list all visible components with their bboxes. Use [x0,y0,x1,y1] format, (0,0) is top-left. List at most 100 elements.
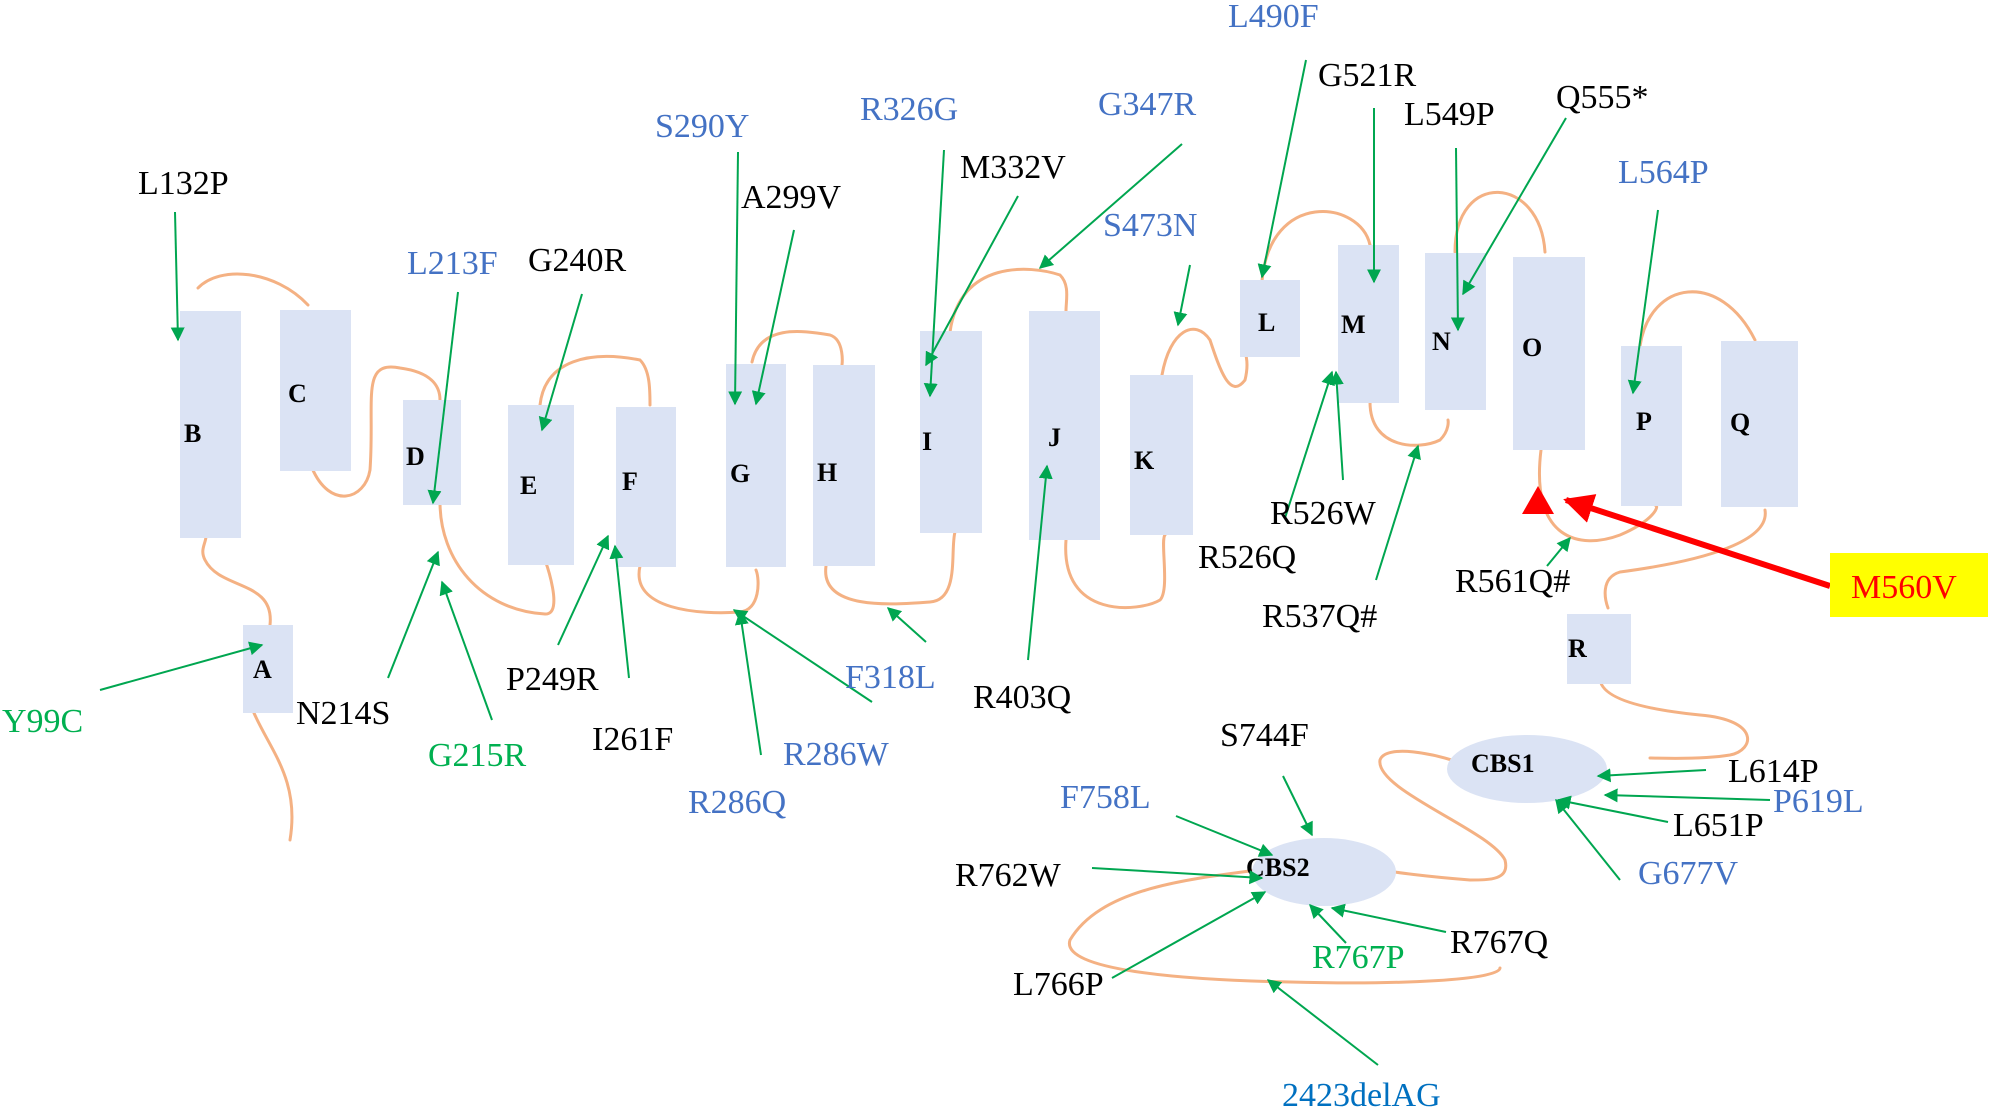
helix-label: O [1522,333,1542,362]
red-triangle-marker [1522,486,1554,514]
arrow-l564p [1627,209,1659,395]
mutation-label-s473n: S473N [1103,207,1197,244]
arrow-l614p [1596,768,1707,783]
helix-label: A [253,655,272,684]
helix-d: D [403,400,461,505]
mutation-label-l651p: L651P [1673,807,1764,844]
loop-m-n [1368,400,1450,447]
loop-f-g [637,564,760,615]
mutation-label-r526w: R526W [1270,495,1377,532]
arrow-a299v [751,229,795,406]
helix-label: F [622,467,638,496]
arrow-r403q [1027,464,1053,661]
mutation-label-g215r: G215R [428,737,527,774]
helix-box [1513,257,1585,450]
mutation-arrows [99,59,1771,1066]
loop-e-f [538,354,652,407]
red-arrow [1563,494,1831,589]
loop-cbs2-tail [1068,868,1502,985]
gray-bar [1425,398,1486,410]
helix-box [1130,375,1193,535]
mutation-label-y99c: Y99C [2,703,83,740]
mutation-label-l213f: L213F [407,245,498,282]
arrow-m332v [925,195,1019,367]
helix-o: O [1513,257,1585,450]
helix-f: F [616,407,676,567]
mutation-label-l614p: L614P [1728,753,1819,790]
mutation-label-l766p: L766P [1013,966,1104,1003]
helix-box [403,410,461,505]
mutation-label-p249r: P249R [506,661,599,698]
helix-label: C [288,379,307,408]
arrow-r526w [1329,370,1344,481]
arrow-f318l [886,607,927,643]
mutation-label-n214s: N214S [296,695,390,732]
loop-j-k [1064,533,1167,609]
helix-c: C [280,310,351,471]
mutation-label-s744f: S744F [1220,717,1309,754]
arrow-g215r [439,580,493,721]
helix-label: H [817,458,837,487]
helix-label: L [1258,308,1275,337]
helix-n: N [1425,253,1486,410]
mutation-label-i261f: I261F [592,721,673,758]
arrow-s473n [1173,264,1191,327]
arrow-r561q [1546,536,1571,567]
helix-label: J [1048,423,1061,452]
mutation-labels: L132P L213F G240R S290Y A299V R326G M332… [2,0,1864,1112]
loop-cbs1-cbs2 [1378,749,1508,882]
helix-box [508,405,574,565]
gray-bar [403,400,461,410]
mutation-label-r767q: R767Q [1450,924,1548,961]
loops [196,190,1767,985]
helix-k: K [1130,375,1193,535]
arrow-l132p [170,211,185,342]
mutation-label-2423delag: 2423delAG [1282,1077,1441,1112]
arrow-l549p [1450,147,1465,332]
loop-h-i [824,530,957,606]
mutation-label-r537q: R537Q# [1262,598,1377,635]
loop-r-cbs1 [1598,676,1749,760]
arrow-r286w [732,609,873,703]
arrow-l490f [1257,59,1307,279]
mutation-label-l549p: L549P [1404,96,1495,133]
loop-a-b [201,535,272,627]
arrow-2423delag [1266,979,1379,1066]
helix-box [1567,626,1631,684]
mutation-label-f318l: F318L [845,659,936,696]
helix-e: E [508,405,574,565]
loop-n-o [1453,190,1547,254]
helix-q: Q [1721,341,1798,507]
helix-box [813,365,875,566]
helix-m: M [1338,245,1399,403]
loop-k-l [1160,327,1249,388]
arrow-r526q [1284,370,1335,519]
mutation-label-r286q: R286Q [688,784,786,821]
mutation-label-q555: Q555* [1556,79,1649,116]
helix-j: J [1029,311,1100,540]
helix-label: N [1432,327,1451,356]
loop-l-m [1260,210,1372,283]
helix-box [1621,346,1682,506]
arrow-g677v [1555,798,1621,881]
arrow-p619l [1603,788,1771,803]
helix-b: B [180,311,241,538]
helix-box [616,419,676,567]
loop-p-q [1638,290,1757,348]
arrow-g347r [1038,143,1183,269]
gray-bar [1567,614,1631,626]
helix-label: I [922,427,932,456]
mutation-label-g521r: G521R [1318,57,1417,94]
loop-q-r [1603,508,1767,610]
helix-label: E [520,471,537,500]
helix-label: M [1341,310,1366,339]
mutation-label-r762w: R762W [955,857,1062,894]
cbs-domains: CBS1 CBS2 [1246,735,1607,906]
arrow-s744f [1282,775,1313,837]
cbs1-label: CBS1 [1471,749,1535,778]
mutation-label-r403q: R403Q [973,679,1071,716]
mutation-label-l490f: L490F [1228,0,1319,35]
loop-n-term [252,711,294,842]
helix-box [280,310,351,471]
